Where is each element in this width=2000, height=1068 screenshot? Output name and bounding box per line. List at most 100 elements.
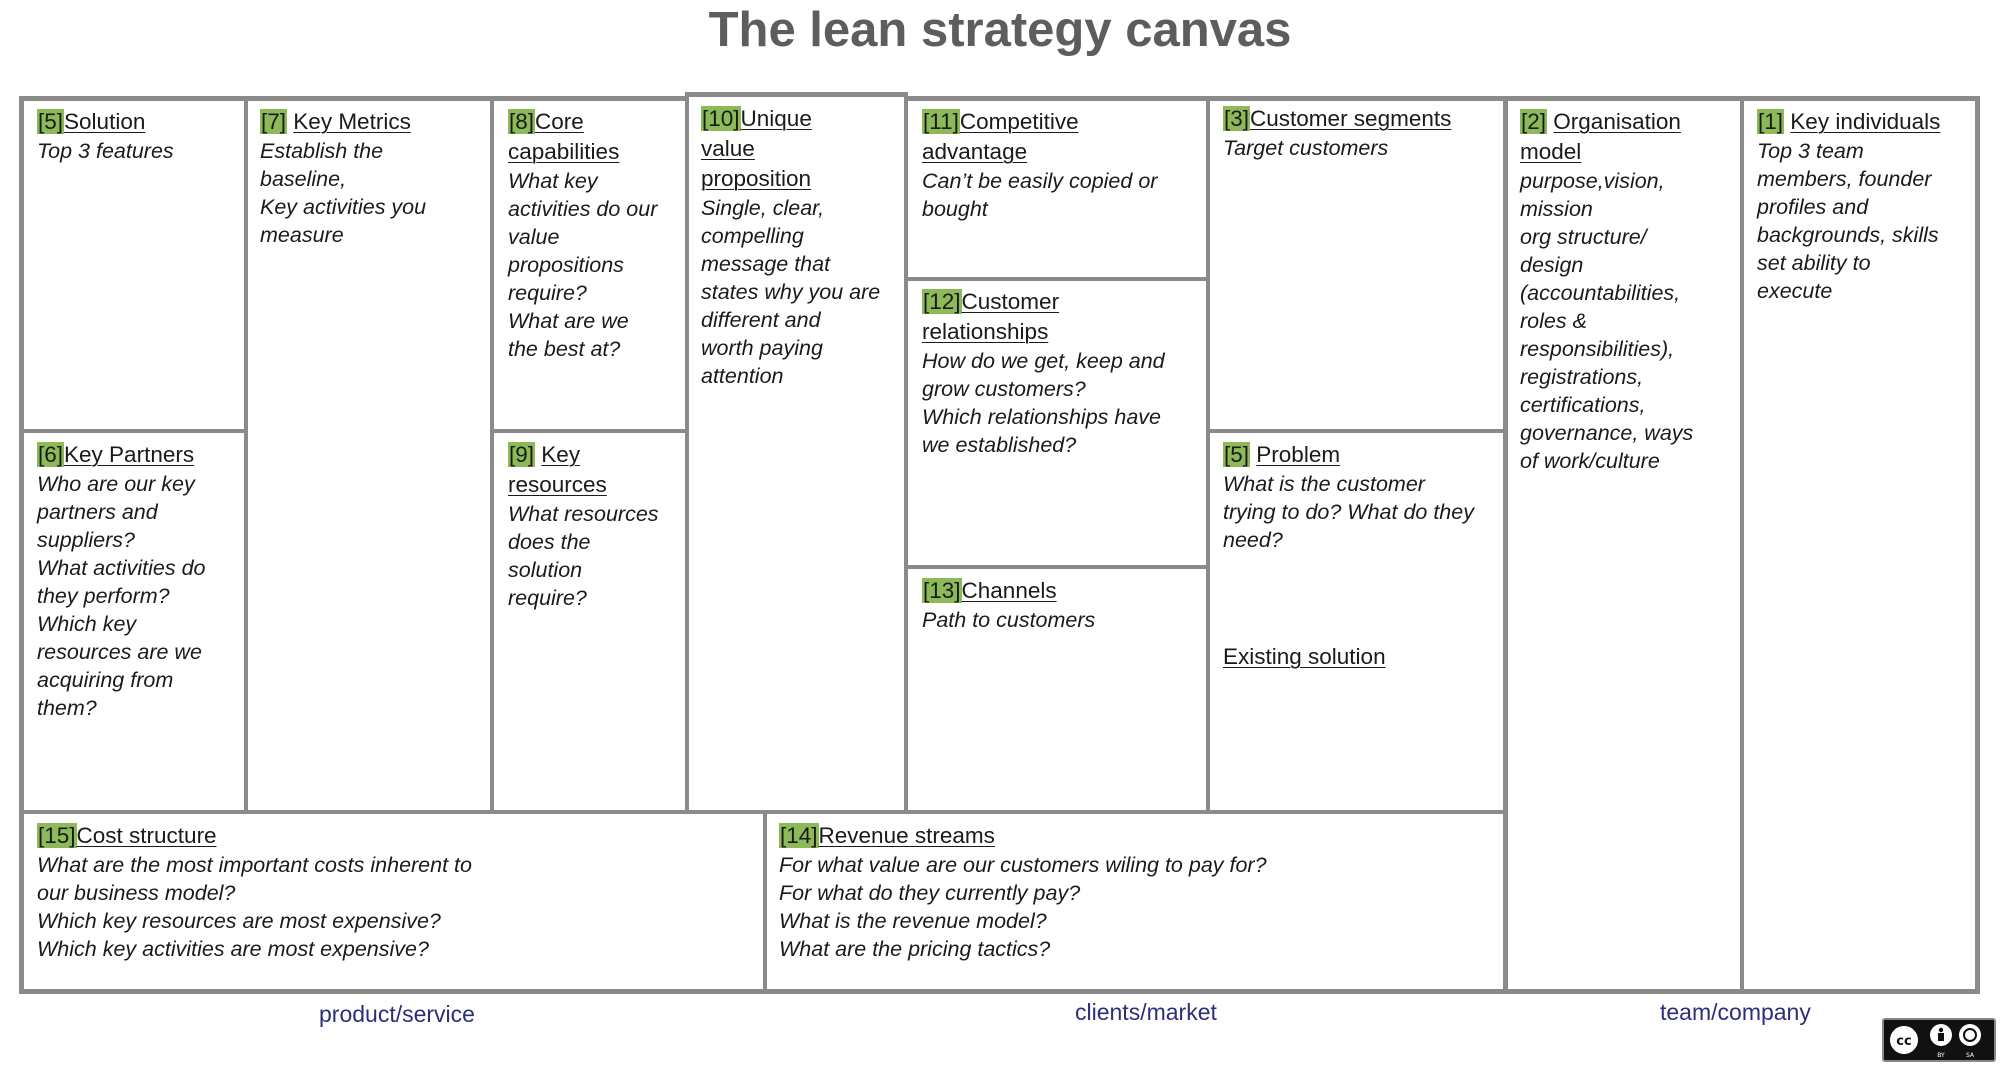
svg-text:BY: BY: [1937, 1052, 1945, 1059]
block-number: [1]: [1757, 109, 1785, 134]
block-header: [15]Cost structure: [37, 821, 757, 851]
divider-h-advantage: [904, 277, 1208, 281]
frame-top-right: [906, 96, 1980, 101]
block-number: [6]: [37, 442, 65, 467]
footer-clients-market: clients/market: [1075, 999, 1217, 1025]
block-label: Customer segments: [1250, 106, 1452, 131]
creative-commons-by-sa-icon: cc BY SA: [1882, 1018, 1996, 1062]
block-description: Target customers: [1223, 136, 1389, 160]
divider-v-4: [904, 92, 908, 812]
block-header: [5] Problem: [1223, 440, 1503, 470]
block-header: [8]Core capabilities: [508, 107, 683, 167]
block-label: Unique value proposition: [701, 106, 812, 191]
frame-left: [19, 96, 24, 994]
block-header: [13]Channels: [922, 576, 1204, 606]
divider-v-bottom: [763, 810, 767, 994]
block-header: Existing solution: [1223, 642, 1503, 672]
block-header: [9] Key resources: [508, 440, 686, 500]
block-label: Key Metrics: [293, 109, 411, 134]
block-label: Existing solution: [1223, 644, 1386, 669]
block-label: Organisation model: [1520, 109, 1681, 164]
block-number: [3]: [1223, 106, 1251, 131]
block-header: [3]Customer segments: [1223, 104, 1503, 134]
frame-bottom: [19, 989, 1980, 994]
block-description: Top 3 team members, founder profiles and…: [1757, 139, 1939, 303]
divider-v-2: [490, 96, 494, 812]
block-label: Key Partners: [64, 442, 195, 467]
svg-text:SA: SA: [1966, 1052, 1975, 1059]
block-number: [15]: [37, 823, 77, 848]
footer-product-service: product/service: [319, 1001, 475, 1027]
license-graphic: cc BY SA: [1888, 1024, 1981, 1059]
block-problem: [5] Problem What is the customer trying …: [1223, 440, 1503, 554]
divider-v-1: [244, 96, 248, 812]
block-existing-solution: Existing solution: [1223, 642, 1503, 672]
block-key-individuals: [1] Key individuals Top 3 team members, …: [1757, 107, 1975, 305]
frame-top-uvp: [685, 92, 908, 97]
divider-h-relationships: [904, 565, 1208, 569]
block-customer-segments: [3]Customer segments Target customers: [1223, 104, 1503, 162]
block-description: Top 3 features: [37, 139, 174, 163]
block-label: Core capabilities: [508, 109, 620, 164]
block-header: [2] Organisation model: [1520, 107, 1738, 167]
block-label: Cost structure: [76, 823, 217, 848]
block-label: Revenue streams: [818, 823, 995, 848]
block-number: [7]: [260, 109, 288, 134]
block-number: [5]: [37, 109, 65, 134]
divider-v-6: [1503, 96, 1508, 994]
block-number: [14]: [779, 823, 819, 848]
block-label: Key individuals: [1790, 109, 1941, 134]
block-unique-value-proposition: [10]Unique value proposition Single, cle…: [701, 104, 901, 390]
footer-team-company: team/company: [1660, 999, 1811, 1025]
block-description: What resources does the solution require…: [508, 502, 659, 610]
block-label: Problem: [1256, 442, 1341, 467]
block-number: [2]: [1520, 109, 1548, 134]
block-organisation-model: [2] Organisation model purpose,vision, m…: [1520, 107, 1738, 475]
block-channels: [13]Channels Path to customers: [922, 576, 1204, 634]
divider-h-segments: [1206, 429, 1506, 433]
block-label: Channels: [961, 578, 1057, 603]
block-description: Establish the baseline, Key activities y…: [260, 139, 427, 247]
block-header: [14]Revenue streams: [779, 821, 1499, 851]
block-label: Key resources: [508, 442, 607, 497]
block-description: What key activities do our value proposi…: [508, 169, 658, 361]
divider-h-core: [490, 429, 687, 433]
block-competitive-advantage: [11]Competitive advantage Can’t be easil…: [922, 107, 1202, 223]
block-header: [5]Solution: [37, 107, 237, 137]
block-number: [9]: [508, 442, 536, 467]
block-key-metrics: [7] Key Metrics Establish the baseline, …: [260, 107, 485, 249]
block-number: [8]: [508, 109, 536, 134]
block-header: [12]Customer relationships: [922, 287, 1204, 347]
frame-right: [1975, 96, 1980, 994]
block-number: [10]: [701, 106, 741, 131]
block-description: Who are our key partners and suppliers? …: [37, 472, 206, 720]
divider-v-5: [1206, 96, 1210, 812]
block-header: [11]Competitive advantage: [922, 107, 1202, 167]
divider-v-3: [685, 92, 689, 812]
block-description: purpose,vision, mission org structure/ d…: [1520, 169, 1694, 473]
block-number: [5]: [1223, 442, 1251, 467]
page-title: The lean strategy canvas: [708, 3, 1292, 57]
block-description: What is the customer trying to do? What …: [1223, 472, 1474, 552]
svg-text:cc: cc: [1896, 1034, 1911, 1049]
block-header: [7] Key Metrics: [260, 107, 485, 137]
block-number: [11]: [922, 109, 960, 134]
block-cost-structure: [15]Cost structure What are the most imp…: [37, 821, 757, 963]
frame-top-left: [19, 96, 687, 101]
block-description: Can’t be easily copied or bought: [922, 169, 1158, 221]
block-key-partners: [6]Key Partners Who are our key partners…: [37, 440, 242, 722]
block-revenue-streams: [14]Revenue streams For what value are o…: [779, 821, 1499, 963]
block-description: What are the most important costs inhere…: [37, 853, 472, 961]
divider-h-solution: [19, 429, 246, 433]
block-description: Path to customers: [922, 608, 1096, 632]
block-header: [10]Unique value proposition: [701, 104, 901, 194]
block-number: [13]: [922, 578, 962, 603]
block-label: Competitive advantage: [922, 109, 1079, 164]
block-description: Single, clear, compelling message that s…: [701, 196, 881, 388]
block-description: For what value are our customers wiling …: [779, 853, 1267, 961]
block-description: How do we get, keep and grow customers? …: [922, 349, 1165, 457]
block-number: [12]: [922, 289, 962, 314]
block-header: [1] Key individuals: [1757, 107, 1975, 137]
block-core-capabilities: [8]Core capabilities What key activities…: [508, 107, 683, 363]
block-label: Customer relationships: [922, 289, 1060, 344]
